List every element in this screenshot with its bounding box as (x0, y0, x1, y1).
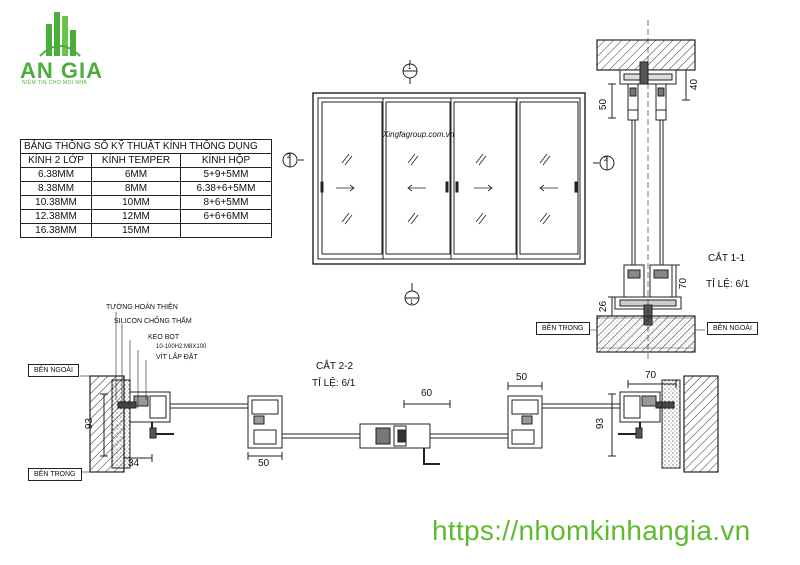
dimension-label: 60 (421, 388, 433, 399)
dimension-label: 34 (128, 458, 140, 469)
section-title: CẮT 2-2 (316, 361, 354, 372)
website-link[interactable]: https://nhomkinhangia.vn (432, 515, 751, 546)
marker-label: 2 (604, 157, 608, 163)
window-elevation (312, 92, 586, 265)
marker-label: 1 (410, 300, 414, 306)
logo-name: AN GIA (20, 58, 103, 83)
table-row: 16.38MM 15MM (20, 223, 272, 238)
section-scale: TỈ LỆ: 6/1 (706, 279, 750, 290)
dimension-label: 26 (598, 300, 610, 313)
dimension-label: 40 (689, 78, 701, 91)
callout-label: TƯỜNG HOÀN THIỆN (106, 304, 178, 311)
watermark-site: Xingfagroup.com.vn (383, 130, 455, 139)
table-row: 6.38MM 6MM 5+9+5MM (20, 167, 272, 182)
marker-label: 2 (287, 154, 291, 160)
logo-mark (39, 12, 81, 57)
glass-spec-table: BẢNG THÔNG SỐ KỸ THUẬT KÍNH THÔNG DỤNG K… (20, 139, 272, 238)
table-row: 10.38MM 10MM 8+6+5MM (20, 195, 272, 210)
spec-cell: 15MM (91, 223, 181, 238)
callout-label: SILICON CHỐNG THẤM (114, 318, 192, 325)
callout-label: VÍT LẮP ĐẶT (156, 354, 198, 361)
dimension-label: 70 (645, 370, 657, 381)
marker-label: 1 (408, 65, 412, 71)
callout-label: KEO BỌT (148, 334, 180, 341)
table-row: 12.38MM 12MM 6+6+6MM (20, 209, 272, 224)
spec-cell (180, 223, 272, 238)
dimension-label: 50 (258, 458, 270, 469)
dimension-label: 50 (598, 98, 610, 111)
side-label-outside: BÊN NGOÀI (28, 364, 79, 377)
dimension-label: 50 (516, 372, 528, 383)
side-label-inside: BÊN TRONG (536, 322, 590, 335)
callout-label: 10-100H2:M8X100 (156, 344, 207, 350)
spec-cell: 16.38MM (20, 223, 92, 238)
side-label-outside: BÊN NGOÀI (707, 322, 758, 335)
dimension-label: 70 (678, 277, 690, 290)
logo-tagline: NIỀM TIN CHO MỌI NHÀ (22, 80, 88, 86)
section-marker (282, 60, 615, 306)
section-title: CẮT 1-1 (708, 253, 746, 264)
section-2-2 (80, 312, 719, 473)
section-1-1 (596, 20, 696, 360)
side-label-inside: BÊN TRONG (28, 468, 82, 481)
section-scale: TỈ LỆ: 6/1 (312, 378, 356, 389)
dimension-label: 93 (84, 417, 96, 430)
dimension-label: 93 (595, 417, 607, 430)
